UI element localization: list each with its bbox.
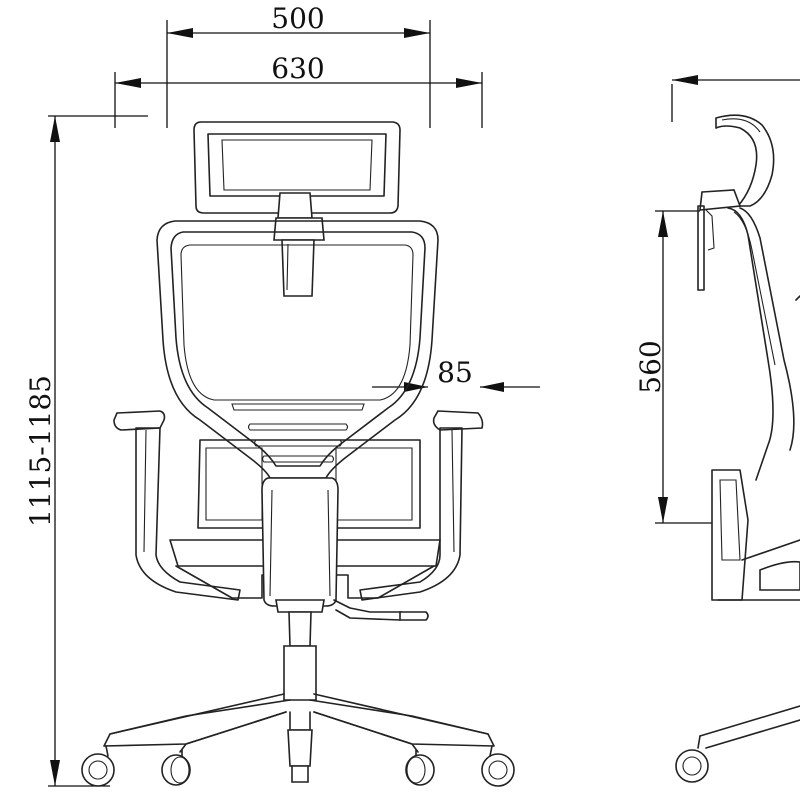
side-view-chair — [675, 114, 800, 783]
side-seat — [711, 469, 800, 601]
side-backrest — [727, 207, 800, 481]
dimension-side-top — [671, 75, 800, 122]
side-headrest-bracket — [697, 189, 742, 291]
dimension-label-560: 560 — [634, 340, 667, 393]
gas-cylinder — [283, 611, 317, 701]
headrest-mount — [273, 192, 325, 297]
dimension-label-630: 630 — [271, 52, 324, 85]
dimension-label-height: 1115-1185 — [24, 375, 57, 527]
back-spine — [261, 477, 339, 607]
dimension-height: 1115-1185 — [24, 115, 148, 787]
front-view-chair — [81, 121, 515, 787]
dimension-85: 85 — [372, 356, 540, 392]
left-armrest — [113, 410, 241, 601]
headrest — [193, 121, 401, 214]
right-armrest — [359, 410, 484, 601]
dimension-560: 560 — [634, 210, 712, 524]
dimension-label-85: 85 — [437, 356, 473, 389]
dimension-500: 500 — [166, 2, 431, 128]
caster-wheels — [81, 745, 515, 787]
side-base — [675, 705, 800, 783]
dimension-630: 630 — [114, 52, 483, 128]
seat-mechanism — [275, 599, 429, 621]
five-star-base — [103, 693, 495, 767]
dimension-label-500: 500 — [271, 2, 324, 35]
lumbar-slots — [231, 403, 365, 463]
